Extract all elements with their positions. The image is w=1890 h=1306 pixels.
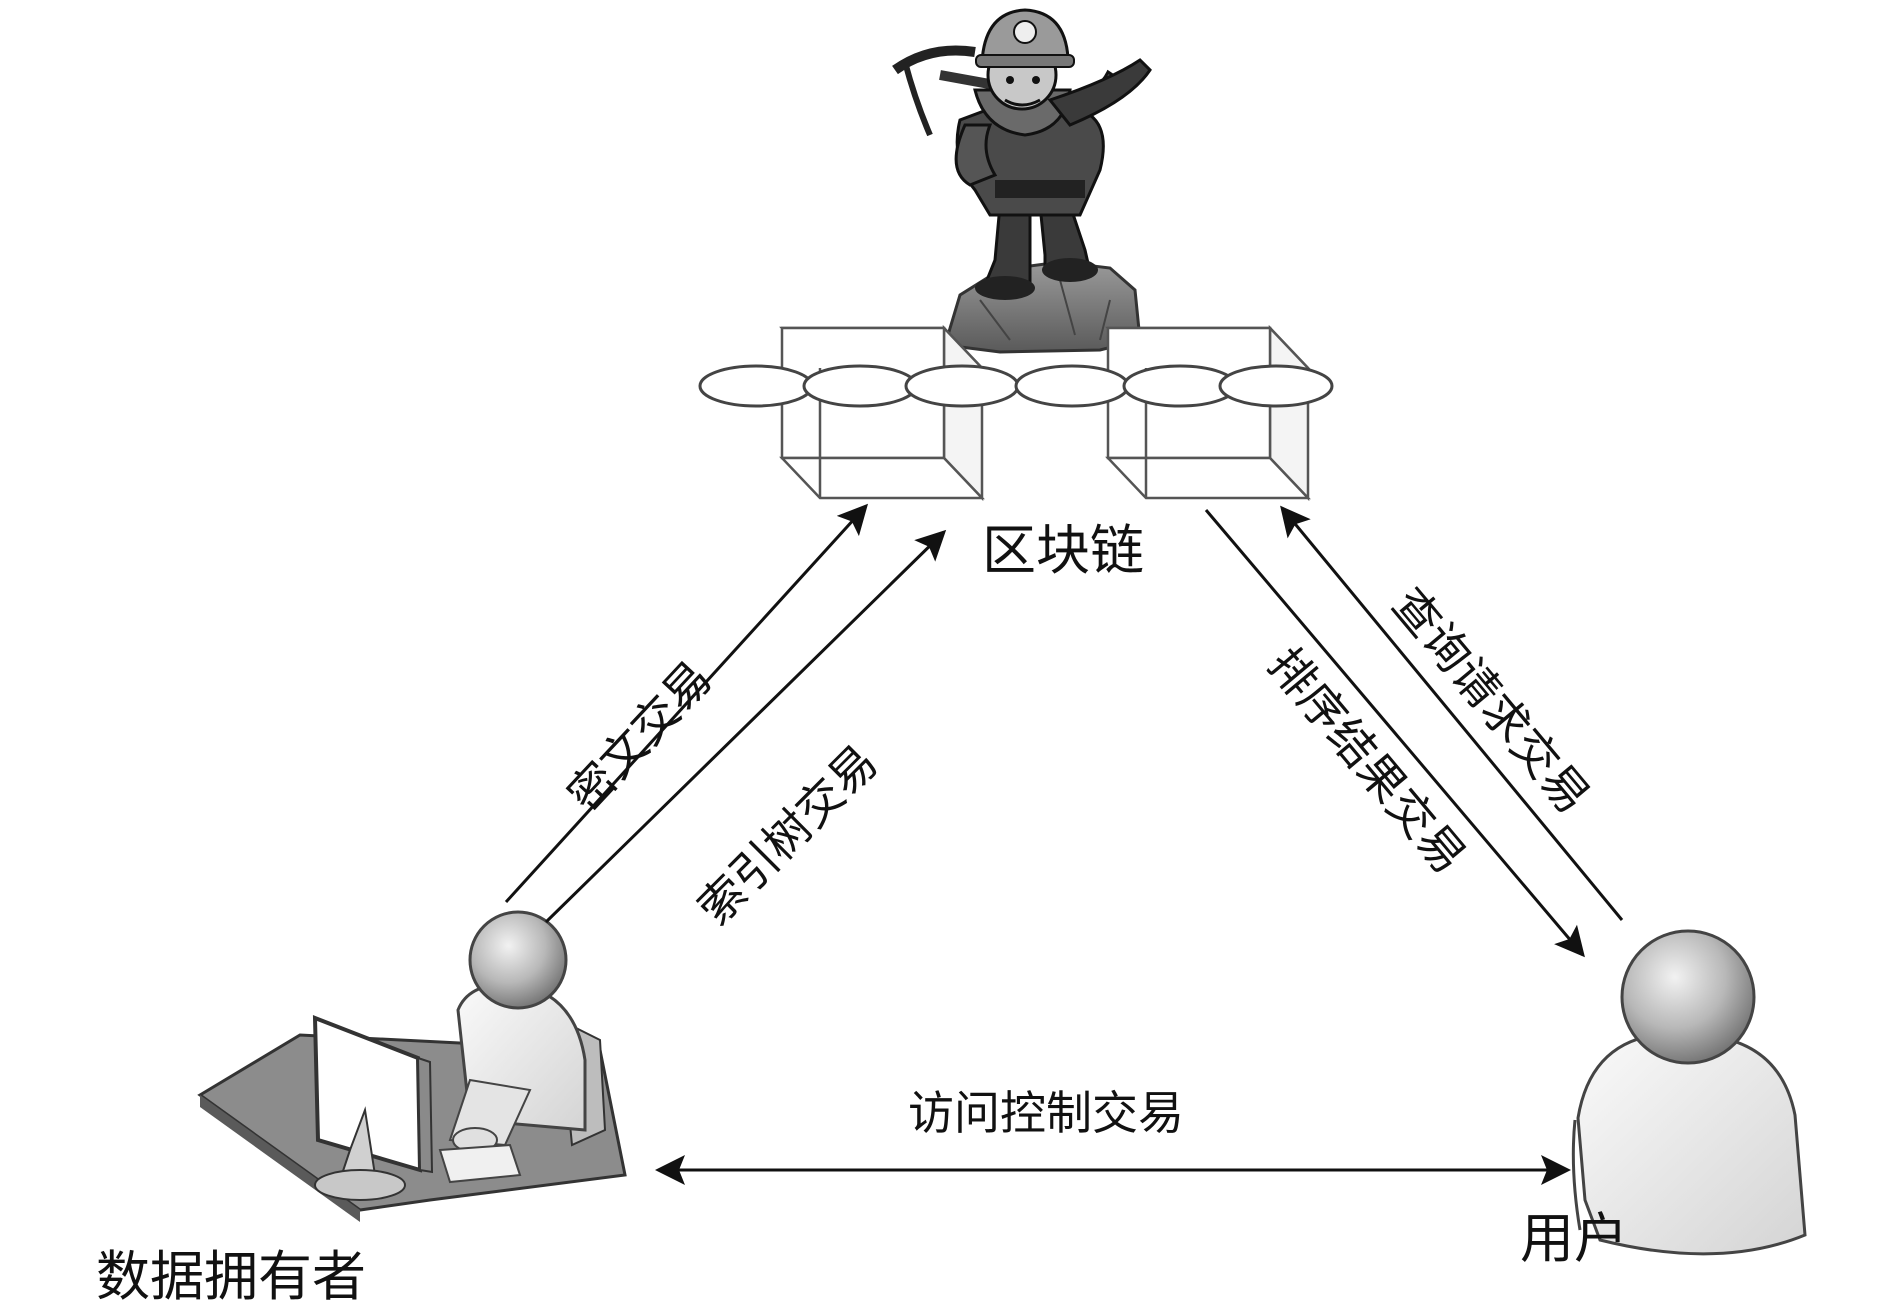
sort-result-tx-arrow xyxy=(1204,509,1585,958)
data-owner-icon xyxy=(197,910,627,1222)
arrows xyxy=(504,503,1624,1185)
query-request-tx-arrow xyxy=(1280,505,1624,921)
user-icon xyxy=(1571,929,1807,1256)
index-tree-tx-arrow xyxy=(544,529,947,924)
miner-icon xyxy=(892,8,1152,354)
data-owner-label: 数据拥有者 xyxy=(96,1245,366,1306)
chain-links-icon xyxy=(698,364,1334,408)
blockchain-blocks-icon xyxy=(779,324,1311,502)
access-control-tx-label: 访问控制交易 xyxy=(908,1086,1184,1140)
user-label: 用户 xyxy=(1520,1207,1628,1270)
ciphertext-tx-arrow xyxy=(504,503,869,904)
blockchain-label: 区块链 xyxy=(982,519,1144,582)
